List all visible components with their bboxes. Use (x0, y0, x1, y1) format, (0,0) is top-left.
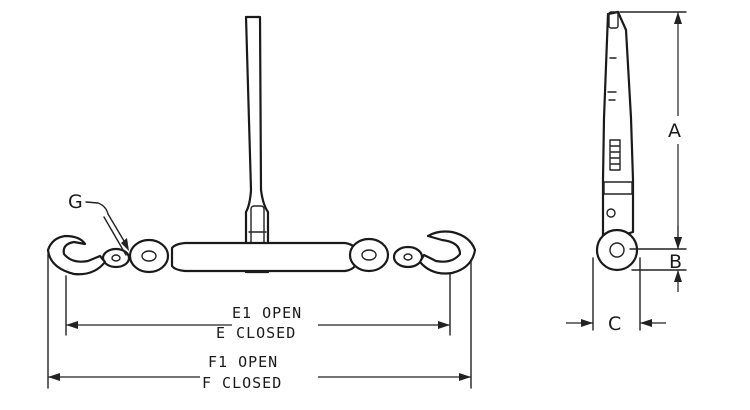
side-view (592, 10, 687, 331)
label-b: B (669, 251, 682, 273)
dim-b (674, 226, 682, 292)
label-c: C (608, 313, 621, 335)
label-a: A (668, 120, 681, 142)
front-view (46, 15, 477, 389)
label-e1: E1 OPEN (232, 304, 302, 322)
dim-e (66, 321, 450, 329)
label-e: E CLOSED (216, 324, 296, 342)
label-g: G (68, 191, 83, 213)
left-link-outer (101, 247, 131, 269)
side-pivot-eye (595, 228, 639, 272)
dim-c (566, 319, 666, 327)
dim-f (48, 373, 471, 381)
g-leader (85, 201, 128, 247)
binder-barrel (170, 241, 357, 273)
label-f1: F1 OPEN (208, 353, 278, 371)
side-handle (601, 10, 635, 238)
right-link-inner (348, 237, 390, 273)
label-f: F CLOSED (202, 374, 282, 392)
left-grab-hook (46, 234, 107, 276)
right-grab-hook (418, 230, 477, 275)
right-link-outer (392, 245, 424, 269)
left-link-inner (128, 238, 170, 274)
